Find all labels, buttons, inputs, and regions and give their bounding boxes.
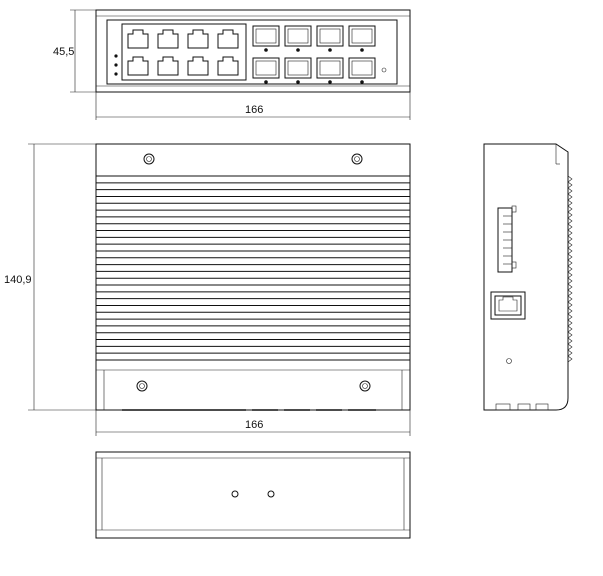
sfp-port	[284, 25, 312, 52]
front-outline	[95, 9, 411, 93]
rj45-port	[157, 29, 179, 49]
top-width-dimension: 166	[95, 410, 411, 436]
sfp-port	[284, 57, 312, 84]
side-fin-profile	[567, 175, 573, 363]
rear-mount-hole	[267, 490, 275, 498]
rj45-port	[187, 29, 209, 49]
mount-screw	[359, 380, 371, 392]
power-terminal-block	[497, 205, 517, 273]
side-view	[483, 143, 573, 411]
status-led-group	[114, 54, 118, 76]
top-width-label: 166	[245, 419, 263, 431]
front-height-dimension: 45,5	[53, 9, 96, 93]
rear-outline	[95, 451, 411, 539]
sfp-port	[348, 57, 376, 84]
status-led-icon	[114, 54, 118, 58]
console-rj45-port	[490, 291, 526, 320]
mount-screw	[351, 153, 363, 165]
rj45-port-group	[127, 29, 239, 76]
front-panel	[106, 19, 398, 85]
rj45-port	[217, 56, 239, 76]
rj45-port	[217, 29, 239, 49]
side-fins	[567, 175, 573, 363]
top-depth-label: 140,9	[4, 274, 32, 286]
ground-screw-icon	[506, 358, 512, 364]
mount-screw	[136, 380, 148, 392]
sfp-port	[316, 25, 344, 52]
sfp-port	[252, 57, 280, 84]
status-led-icon	[114, 63, 118, 67]
front-width-label: 166	[245, 104, 263, 116]
sfp-port	[348, 25, 376, 52]
top-view	[95, 143, 411, 411]
reset-hole	[381, 67, 387, 73]
mount-screw	[143, 153, 155, 165]
top-depth-dimension: 140,9	[4, 143, 96, 411]
sfp-port-group	[252, 25, 376, 84]
rj45-port	[187, 56, 209, 76]
rj45-block	[121, 23, 247, 81]
cooling-fins	[96, 175, 410, 361]
sfp-port	[252, 25, 280, 52]
status-led-icon	[114, 72, 118, 76]
front-height-label: 45,5	[53, 46, 74, 58]
rj45-port	[127, 56, 149, 76]
side-outline	[483, 143, 569, 411]
rear-mount-hole	[231, 490, 239, 498]
rj45-port	[127, 29, 149, 49]
sfp-port	[316, 57, 344, 84]
front-width-dimension: 166	[95, 92, 411, 120]
rj45-port	[157, 56, 179, 76]
front-view	[95, 9, 411, 93]
rear-view	[95, 451, 411, 539]
